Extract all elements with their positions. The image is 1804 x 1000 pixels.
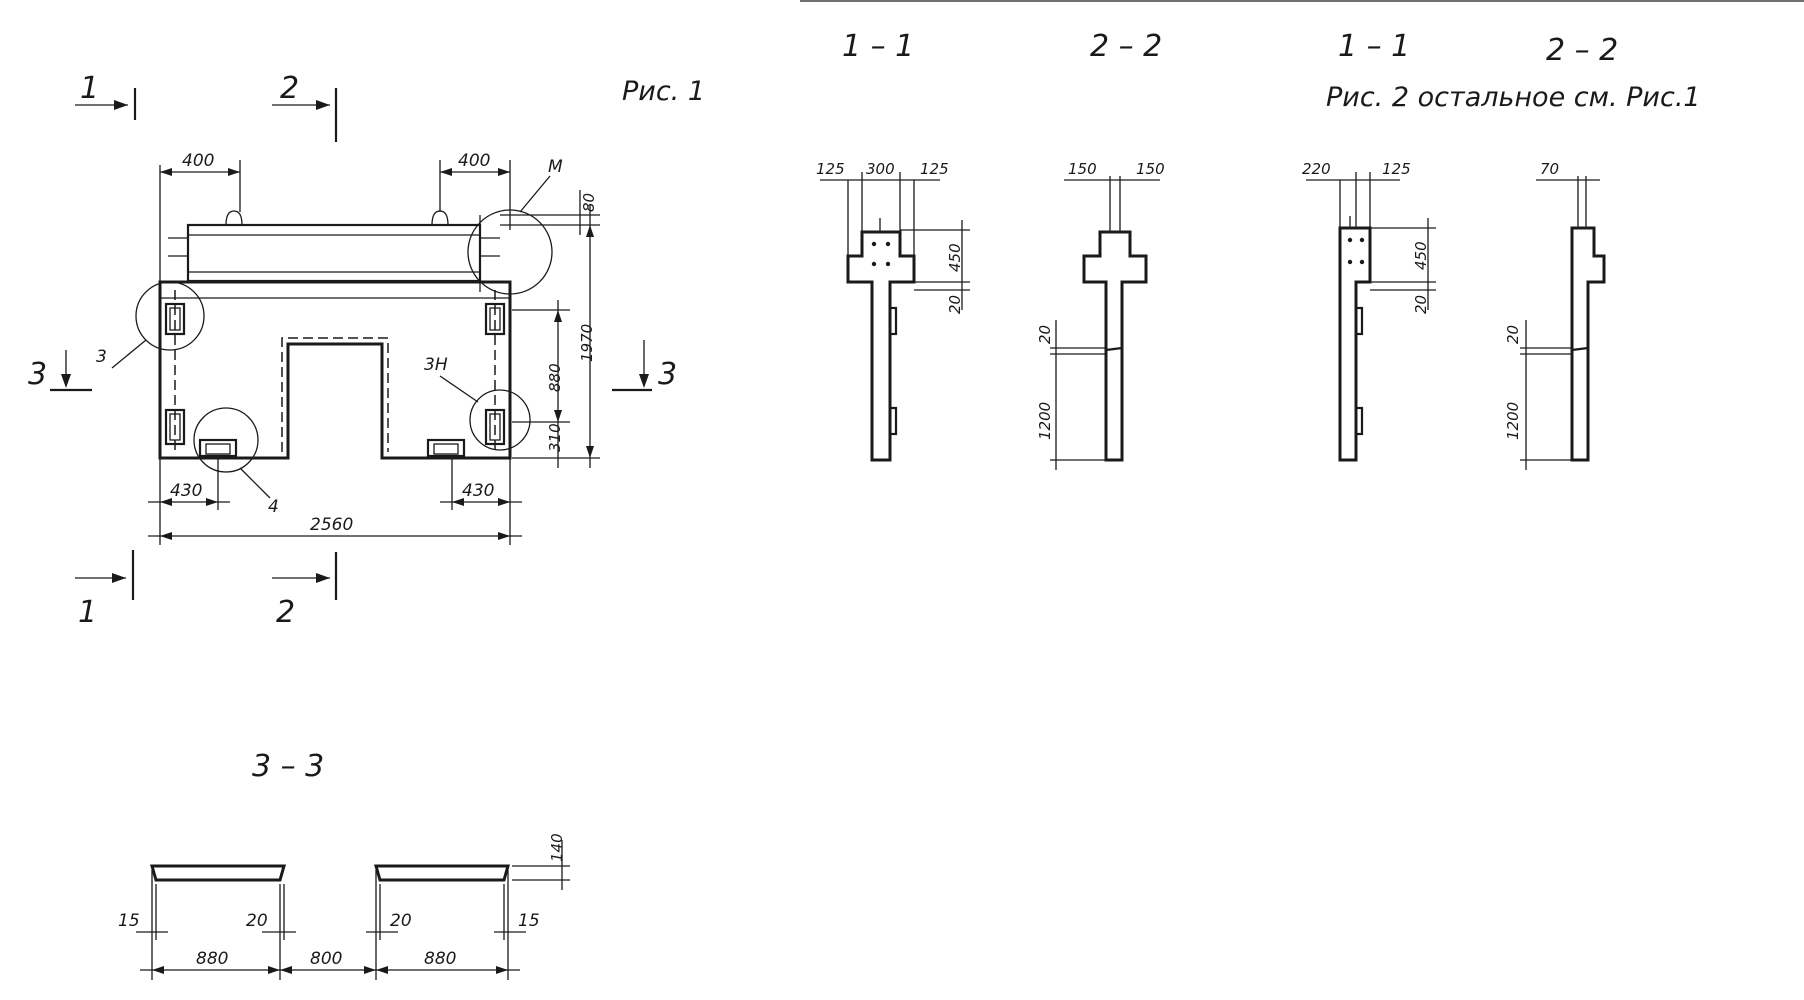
callout-circles <box>135 209 553 473</box>
svg-text:800: 800 <box>310 949 342 969</box>
fig2-section-2-2: 2 – 2 70 20 1200 <box>1504 33 1618 470</box>
fig1-section-1-1-title: 1 – 1 <box>842 29 914 64</box>
callout-labels: 3 4 3Н М <box>96 157 563 517</box>
svg-text:1970: 1970 <box>578 324 596 362</box>
fig2-section-2-2-title: 2 – 2 <box>1546 33 1618 68</box>
svg-text:1200: 1200 <box>1036 402 1054 440</box>
svg-text:880: 880 <box>546 363 564 392</box>
svg-text:150: 150 <box>1068 160 1097 178</box>
slab-left <box>150 864 286 882</box>
svg-text:430: 430 <box>170 481 202 501</box>
wall-body <box>158 280 512 460</box>
svg-text:450: 450 <box>946 243 964 272</box>
svg-text:880: 880 <box>196 949 228 969</box>
right-dimensions: 80 880 310 1970 <box>500 190 600 468</box>
svg-text:2: 2 <box>280 71 299 106</box>
svg-text:1: 1 <box>80 71 99 106</box>
fig1-section-1-1: 1 – 1 125 300 125 450 20 <box>816 29 970 462</box>
svg-text:3: 3 <box>658 357 677 392</box>
embedded-plates <box>164 302 506 458</box>
section-mark-2-top: 2 <box>272 71 338 142</box>
svg-text:150: 150 <box>1136 160 1165 178</box>
svg-text:15: 15 <box>518 911 540 931</box>
svg-text:300: 300 <box>866 160 895 178</box>
svg-text:450: 450 <box>1412 241 1430 270</box>
svg-text:20: 20 <box>1504 325 1522 344</box>
svg-text:140: 140 <box>548 833 566 862</box>
callout-m: М <box>548 157 563 177</box>
svg-text:400: 400 <box>458 151 490 171</box>
figure-2: Рис. 2 остальное см. Рис.1 1 – 1 220 125… <box>1302 29 1701 470</box>
svg-text:3: 3 <box>28 357 47 392</box>
svg-text:125: 125 <box>1382 160 1411 178</box>
svg-text:20: 20 <box>946 295 964 314</box>
fig2-section-1-1: 1 – 1 220 125 450 20 <box>1302 29 1436 462</box>
top-dimensions: 400 400 <box>159 151 511 282</box>
svg-text:2: 2 <box>276 595 295 630</box>
fig1-section-2-2-title: 2 – 2 <box>1090 29 1162 64</box>
callout-3n: 3Н <box>424 355 448 375</box>
svg-text:1200: 1200 <box>1504 402 1522 440</box>
svg-text:400: 400 <box>182 151 214 171</box>
svg-text:20: 20 <box>390 911 412 931</box>
svg-text:70: 70 <box>1540 160 1559 178</box>
hidden-contour <box>174 290 496 452</box>
svg-text:125: 125 <box>816 160 845 178</box>
slab-right <box>374 864 510 882</box>
section-mark-2-bottom: 2 <box>272 552 338 630</box>
fig2-section-1-1-title: 1 – 1 <box>1338 29 1410 64</box>
section-mark-1-bottom: 1 <box>75 550 135 630</box>
section-3-3: 3 – 3 140 15 20 20 15 880 <box>118 749 570 980</box>
bottom-dimensions: 430 430 2560 <box>148 458 522 545</box>
svg-text:125: 125 <box>920 160 949 178</box>
fig1-section-2-2: 2 – 2 150 150 20 1200 <box>1036 29 1165 470</box>
callout-4: 4 <box>268 497 279 517</box>
svg-text:15: 15 <box>118 911 140 931</box>
figure-1: Рис. 1 1 2 <box>28 71 705 630</box>
svg-text:1: 1 <box>78 595 97 630</box>
svg-text:430: 430 <box>462 481 494 501</box>
svg-text:80: 80 <box>580 193 598 212</box>
section-mark-3-left: 3 <box>28 350 92 392</box>
svg-text:20: 20 <box>246 911 268 931</box>
svg-text:2560: 2560 <box>310 515 353 535</box>
svg-text:220: 220 <box>1302 160 1331 178</box>
svg-text:880: 880 <box>424 949 456 969</box>
section-3-3-title: 3 – 3 <box>252 749 324 784</box>
figure-2-caption: Рис. 2 остальное см. Рис.1 <box>1326 82 1701 113</box>
figure-1-caption: Рис. 1 <box>622 76 705 107</box>
svg-text:20: 20 <box>1412 295 1430 314</box>
svg-text:20: 20 <box>1036 325 1054 344</box>
svg-text:310: 310 <box>546 423 564 452</box>
top-beam <box>168 210 500 292</box>
section-mark-1-top: 1 <box>75 71 137 120</box>
section-mark-3-right: 3 <box>612 340 677 392</box>
callout-3: 3 <box>96 347 107 367</box>
